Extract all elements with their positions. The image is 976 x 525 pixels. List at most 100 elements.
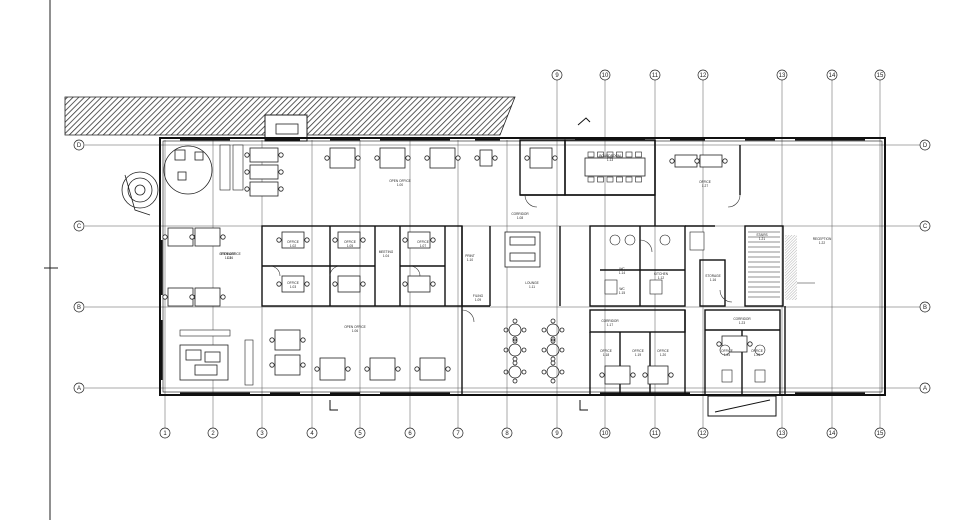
round-table (503, 360, 527, 384)
grid-bubble-bottom: 3 (256, 427, 268, 439)
chair (694, 158, 700, 164)
chair (244, 169, 250, 175)
desk (167, 287, 194, 307)
room-code: 1.25 (754, 353, 760, 357)
room-name: OFFICE (287, 281, 299, 285)
room-code: 1.21 (759, 237, 765, 241)
chair (552, 155, 558, 161)
desk (337, 275, 361, 293)
grid-bubble-label: 5 (358, 431, 362, 437)
room-code: 1.17 (607, 323, 613, 327)
room-name: BOARDROOM (599, 154, 621, 158)
chair (364, 366, 370, 372)
chair (405, 155, 411, 161)
lounge-sofa (504, 231, 541, 268)
grid-bubble-bottom: 10 (599, 427, 611, 439)
chair (220, 294, 226, 300)
chair (360, 281, 366, 287)
stair-treads (748, 231, 780, 298)
boardroom-chairs (587, 151, 642, 183)
grid-bubble-label: 3 (260, 431, 264, 437)
room-name: OFFICE (751, 349, 763, 353)
chair (668, 372, 674, 378)
interior-walls (261, 139, 786, 396)
grid-bubble-top: 9 (551, 69, 563, 81)
room-code: 1.22 (819, 241, 825, 245)
room-code: 1.20 (660, 353, 666, 357)
chair (747, 341, 753, 347)
grid-bubble-label: A (77, 386, 81, 392)
section-markers (329, 117, 591, 411)
grid-bubble-label: 8 (505, 431, 509, 437)
grid-bubble-bottom: 14 (826, 427, 838, 439)
grid-bubble-label: 4 (310, 431, 314, 437)
chair (395, 366, 401, 372)
room-code: 1.23 (739, 321, 745, 325)
round-table (503, 338, 527, 362)
grid-bubble-bottom: 11 (649, 427, 661, 439)
windows (159, 137, 865, 396)
grid-bubble-label: B (77, 305, 81, 311)
wc-fixtures (604, 231, 766, 383)
grid-bubble-bottom: 15 (874, 427, 886, 439)
chair (304, 237, 310, 243)
room-label: WC1.14 (619, 267, 625, 275)
room-code: 1.09 (475, 298, 481, 302)
grid-bubble-row: B (919, 301, 931, 313)
grid-bubble-top: 10 (599, 69, 611, 81)
grid-bubble-label: 10 (602, 73, 609, 79)
desk (249, 181, 279, 197)
room-code: 1.05 (347, 244, 353, 248)
desk (369, 357, 396, 381)
chair (278, 152, 284, 158)
room-code: 1.04 (383, 254, 389, 258)
room-name: LOUNGE (525, 281, 538, 285)
room-name: OPEN OFFICE (344, 325, 366, 329)
room-code: 1.02 (290, 244, 296, 248)
room-code: 1.03 (290, 285, 296, 289)
room-name: STORAGE (220, 252, 236, 256)
grid-bubble-label: 14 (829, 431, 836, 437)
room-name: OPEN OFFICE (219, 252, 241, 256)
chair (599, 372, 605, 378)
grid-bubble-label: 11 (652, 73, 659, 79)
desk (674, 154, 698, 168)
chair (220, 234, 226, 240)
canopy-detail (275, 123, 299, 135)
doors (269, 194, 741, 323)
room-name: STAIRS (756, 233, 767, 237)
room-code: 1.07 (420, 244, 426, 248)
room-name: OFFICE (287, 240, 299, 244)
room-code: 1.12 (658, 276, 664, 280)
grid-bubble-label: 2 (211, 431, 215, 437)
chair (244, 152, 250, 158)
chair (402, 237, 408, 243)
grid-bubble-label: 12 (700, 431, 707, 437)
room-name: FILING (473, 294, 484, 298)
room-name: OFFICE (417, 240, 429, 244)
grid-bubble-label: 9 (555, 431, 559, 437)
grid-bubble-top: 14 (826, 69, 838, 81)
desk (407, 275, 431, 293)
room-code: 1.06 (352, 329, 358, 333)
grid-bubble-bottom: 9 (551, 427, 563, 439)
room-name: STORAGE (705, 274, 721, 278)
grid-bubble-top: 12 (697, 69, 709, 81)
chair (716, 341, 722, 347)
room-code: 1.19 (635, 353, 641, 357)
desk (429, 147, 456, 169)
chair (162, 294, 168, 300)
desk (604, 365, 631, 385)
